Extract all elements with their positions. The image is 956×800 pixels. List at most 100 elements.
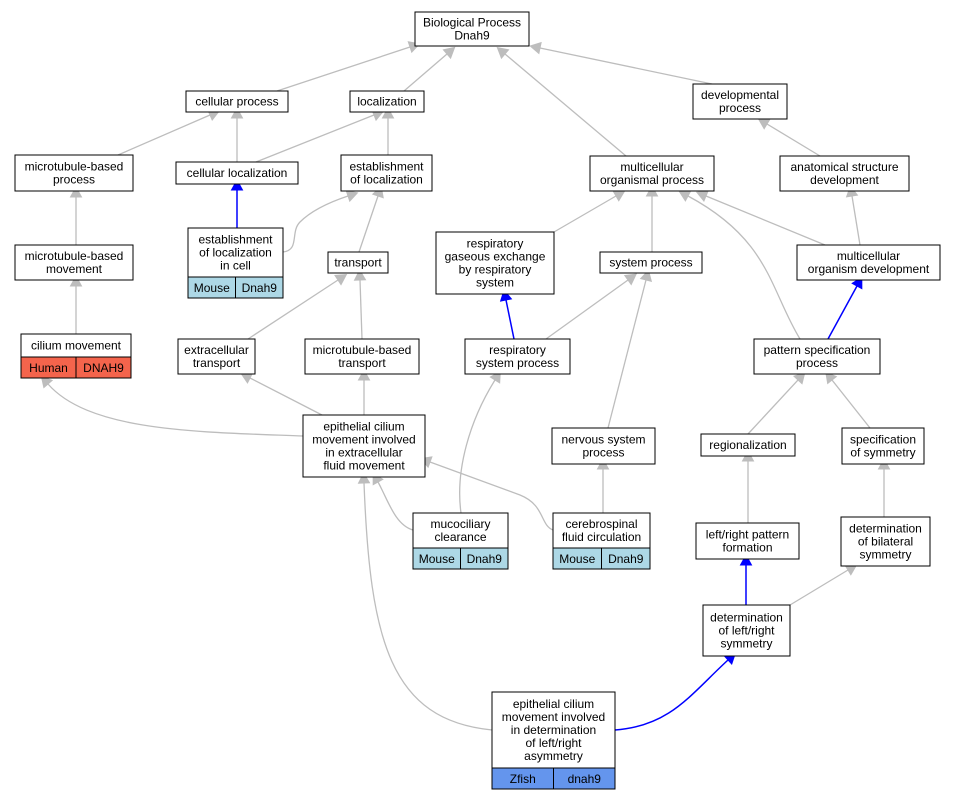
edge-multicellular-organismal-process-to-root — [496, 46, 627, 157]
node-label-line: extracellular — [184, 343, 249, 357]
node-box — [14, 244, 134, 281]
edge-line — [553, 195, 617, 233]
edge-line — [545, 279, 629, 340]
node-box — [302, 414, 426, 478]
node-system-process[interactable]: system process — [599, 251, 703, 274]
node-box — [695, 522, 800, 560]
node-label-line: developmental — [701, 88, 779, 102]
edge-left-right-pattern-formation-to-regionalization — [741, 449, 755, 523]
edge-line — [831, 379, 871, 429]
node-label-line: transport — [338, 356, 386, 370]
edge-determination-of-left-right-symmetry-to-determination-of-bilateral-symmetry — [789, 564, 858, 606]
node-cellular-process[interactable]: cellular process — [185, 90, 289, 113]
node-localization[interactable]: localization — [349, 90, 425, 113]
node-label-line: transport — [334, 256, 382, 270]
arrowhead — [357, 471, 371, 484]
arrowhead — [739, 553, 753, 566]
node-label-line: formation — [722, 541, 772, 555]
edge-specification-of-symmetry-to-pattern-specification-process — [825, 371, 871, 429]
node-cellular-localization[interactable]: cellular localization — [175, 161, 299, 185]
edge-transport-to-establishment-of-localization — [358, 185, 384, 253]
node-label-line: cellular process — [195, 95, 278, 109]
node-label-line: determination — [849, 522, 922, 536]
node-label-line: microtubule-based — [25, 160, 124, 174]
node-label-line: pattern specification — [764, 343, 871, 357]
node-label-line: of left/right — [718, 624, 775, 638]
node-label-line: process — [53, 173, 95, 187]
edge-respiratory-gaseous-exchange-to-multicellular-organismal-process — [553, 190, 626, 233]
edge-line — [539, 47, 713, 85]
node-transport[interactable]: transport — [327, 251, 389, 274]
edge-line — [505, 299, 515, 340]
edge-cilium-movement-to-microtubule-based-movement — [69, 274, 83, 334]
edge-developmental-process-to-root — [529, 41, 713, 85]
node-label-line: respiratory — [489, 343, 546, 357]
edge-epithelial-cilium-movement-left-right-to-epithelial-cilium-movement-extracellular — [357, 471, 493, 731]
node-label-line: asymmetry — [524, 749, 583, 763]
edge-epithelial-cilium-movement-left-right-to-determination-of-left-right-symmetry — [614, 652, 737, 731]
edge-line — [359, 279, 363, 340]
node-box — [552, 512, 651, 549]
node-label-line: clearance — [434, 530, 486, 544]
edge-localization-to-root — [403, 46, 456, 92]
edge-respiratory-system-process-to-respiratory-gaseous-exchange — [499, 289, 515, 340]
edge-establishment-of-localization-in-cell-to-cellular-localization — [230, 178, 244, 228]
species-label: Zfish — [510, 772, 536, 786]
node-label-line: process — [719, 101, 761, 115]
node-label-line: establishment — [198, 233, 273, 247]
edge-cerebrospinal-fluid-circulation-to-nervous-system-process — [596, 457, 610, 513]
edge-line — [403, 53, 448, 92]
gene-label: Dnah9 — [242, 281, 278, 295]
edge-pattern-specification-process-to-multicellular-organism-development — [827, 276, 863, 340]
node-label-line: of bilateral — [858, 535, 913, 549]
node-box — [753, 338, 881, 375]
edge-determination-of-bilateral-symmetry-to-specification-of-symmetry — [877, 457, 891, 517]
edge-line — [827, 285, 858, 340]
node-label-line: of left/right — [525, 736, 582, 750]
node-label-line: in extracellular — [325, 446, 402, 460]
node-label-line: organismal process — [600, 173, 704, 187]
node-box — [700, 433, 796, 457]
node-regionalization[interactable]: regionalization — [700, 433, 796, 457]
edge-line — [504, 53, 627, 157]
node-label-line: movement involved — [502, 710, 605, 724]
arrowhead — [357, 368, 371, 381]
node-label-line: transport — [193, 356, 241, 370]
arrowhead — [345, 190, 359, 203]
node-box — [796, 244, 941, 281]
node-label-line: specification — [850, 433, 916, 447]
node-box — [589, 155, 715, 192]
edge-establishment-of-localization-to-localization — [381, 106, 395, 155]
node-box — [175, 161, 299, 185]
node-label-line: respiratory — [467, 237, 524, 251]
node-box — [841, 427, 925, 465]
